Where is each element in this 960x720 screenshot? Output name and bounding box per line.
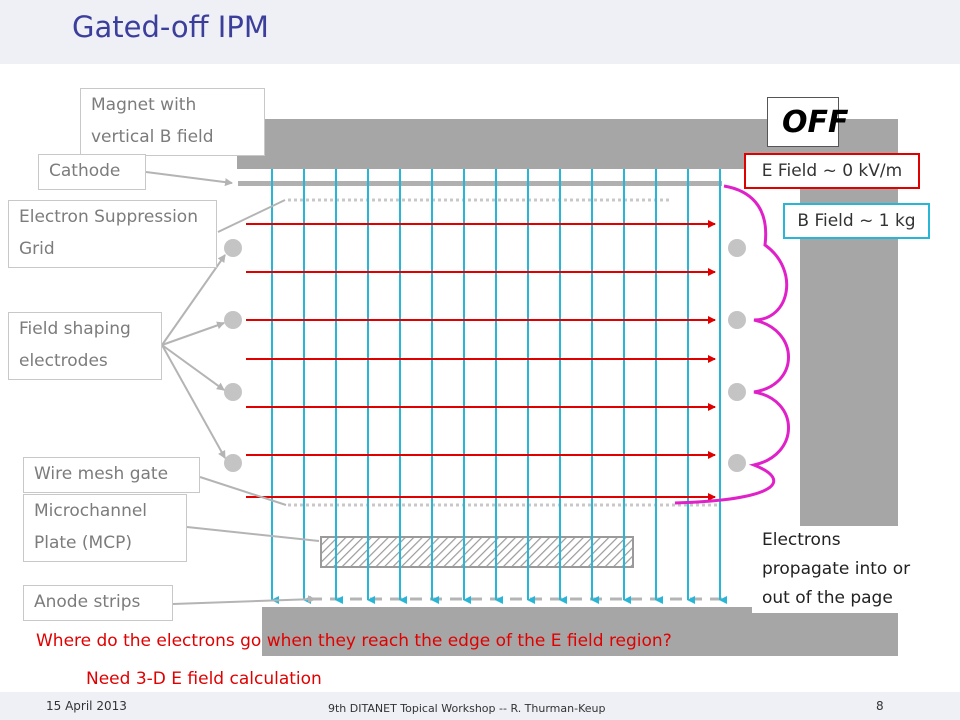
cathode-label: Cathode: [38, 154, 146, 190]
footer-event: 9th DITANET Topical Workshop -- R. Thurm…: [328, 702, 606, 715]
leader-field-4: [161, 344, 226, 459]
leader-field-1: [161, 254, 226, 346]
electron-path: [674, 184, 790, 505]
e-field-label: E Field ~ 0 kV/m: [744, 153, 920, 189]
wire-mesh-label: Wire mesh gate: [23, 457, 200, 493]
leader-field-2: [161, 321, 225, 346]
e-cross-b-arrows: [246, 220, 716, 501]
leader-field-3: [161, 344, 225, 391]
electrode-dot: [728, 383, 746, 401]
calc-note: Need 3-D E field calculation: [86, 669, 322, 689]
electrode-dot: [728, 454, 746, 472]
off-state-badge: OFF: [767, 97, 849, 147]
edge-question: Where do the electrons go when they reac…: [36, 631, 672, 651]
electrode-dot: [224, 311, 242, 329]
anode-label: Anode strips: [23, 585, 173, 621]
electrode-dot: [728, 239, 746, 257]
field-shaping-electrodes-left: [224, 239, 242, 472]
footer-date: 15 April 2013: [46, 699, 127, 713]
leader-anode: [172, 595, 316, 605]
cathode-plate: [238, 181, 722, 186]
page-number: 8: [876, 699, 884, 713]
b-field-lines: [271, 169, 727, 604]
leader-mcp: [186, 526, 320, 542]
magnet-label: Magnet with vertical B field: [80, 88, 265, 156]
suppression-grid-label: Electron Suppression Grid: [8, 200, 217, 268]
field-shaping-electrodes-right: [728, 239, 746, 472]
title-bar: [0, 0, 960, 64]
slide-title: Gated-off IPM: [72, 10, 269, 44]
field-shaping-label: Field shaping electrodes: [8, 312, 162, 380]
leader-cathode: [145, 171, 233, 187]
electrons-note: Electrons propagate into or out of the p…: [752, 526, 938, 613]
leader-mesh: [199, 476, 287, 506]
electrode-dot: [728, 311, 746, 329]
electrode-dot: [224, 454, 242, 472]
leader-grid: [217, 199, 286, 233]
leader-lines: [145, 171, 320, 605]
magnet-yoke-bottom: [262, 607, 898, 656]
footer-bar: [0, 692, 960, 720]
electrode-dot: [224, 239, 242, 257]
mcp-plate: [320, 536, 634, 568]
mcp-label: Microchannel Plate (MCP): [23, 494, 187, 562]
b-field-label: B Field ~ 1 kg: [783, 203, 930, 239]
electrode-dot: [224, 383, 242, 401]
